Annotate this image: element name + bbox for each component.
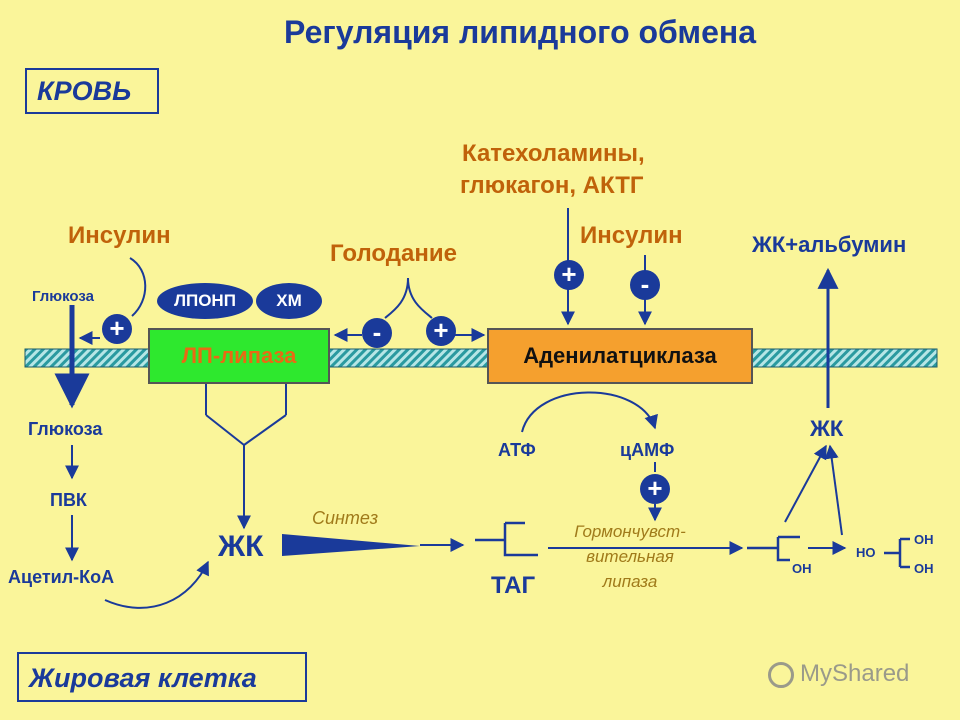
tag-label: ТАГ [491, 572, 536, 599]
chylomicron-particle: ХМ [256, 283, 322, 319]
glucose-blood-label: Глюкоза [32, 288, 94, 305]
glycerol-ho-label: НО [856, 545, 876, 560]
camp-label: цАМФ [620, 440, 675, 460]
page-title: Регуляция липидного обмена [284, 14, 756, 50]
catecholamines-label-line2: глюкагон, АКТГ [460, 172, 644, 199]
acetyl-to-fa-arrow [104, 560, 209, 609]
glycerol-to-fa-arrow [824, 444, 843, 536]
synthesis-wedge [282, 534, 420, 556]
fa-albumin-label: ЖК+альбумин [752, 232, 907, 257]
starvation-label: Голодание [330, 240, 457, 267]
insulin-right-label: Инсулин [580, 222, 683, 249]
fat-cell-label: Жировая клетка [17, 652, 307, 702]
watermark-text: MyShared [800, 660, 910, 687]
insulin-left-label: Инсулин [68, 222, 171, 249]
hsl-label-line1: Гормончувст- [574, 522, 686, 541]
dag-structure [747, 535, 800, 562]
atp-to-camp-arrow [521, 391, 658, 433]
glycerol-oh-top-label: ОН [914, 532, 934, 547]
glucose-cell-label: Глюкоза [28, 419, 103, 439]
fa-right-label: ЖК [810, 416, 844, 441]
tag-structure [475, 521, 538, 557]
adenylate-cyclase-box: Аденилатциклаза [487, 328, 753, 384]
catecholamines-label: Катехоламины, [462, 140, 645, 167]
minus-sign-starvation: - [362, 318, 392, 348]
glycerol-oh-bottom-label: ОН [914, 561, 934, 576]
plus-sign-starvation: + [426, 316, 456, 346]
blood-label: КРОВЬ [25, 68, 159, 114]
watermark-icon [768, 661, 794, 688]
hsl-label-line2: вительная [586, 547, 674, 566]
fa-cell-label: ЖК [218, 530, 264, 563]
plus-sign-camp: + [640, 474, 670, 504]
insulin-left-arrow [129, 257, 147, 317]
minus-sign-insulin: - [630, 270, 660, 300]
hsl-label-line3: липаза [602, 572, 658, 591]
watermark: MyShared [768, 660, 909, 688]
lp-lipase-box: ЛП-липаза [148, 328, 330, 384]
dag-to-fa-arrow [784, 444, 827, 523]
atp-label: АТФ [498, 440, 536, 460]
dag-oh-label: ОН [792, 561, 812, 576]
synthesis-label: Синтез [312, 508, 379, 528]
plus-sign-catecholamines: + [554, 260, 584, 290]
glycerol-structure [898, 537, 910, 569]
vldl-particle: ЛПОНП [157, 283, 253, 319]
pvk-label: ПВК [50, 490, 87, 510]
acetyl-coa-label: Ацетил-КоА [8, 567, 115, 587]
plus-sign-insulin: + [102, 314, 132, 344]
